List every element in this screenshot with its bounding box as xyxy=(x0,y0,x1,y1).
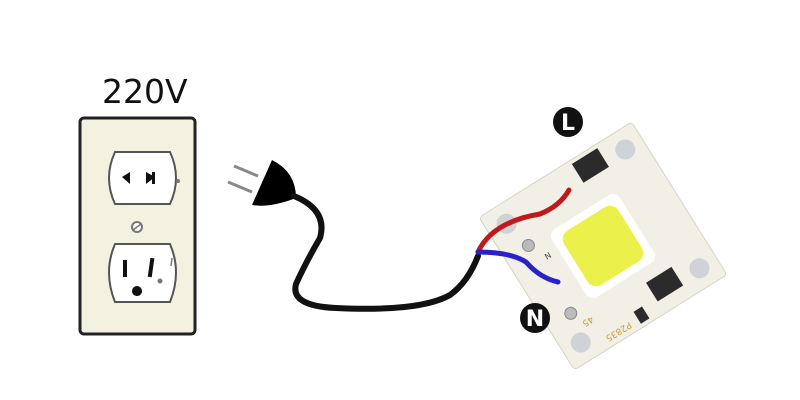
live-wire xyxy=(475,187,572,255)
live-badge: L xyxy=(553,107,583,137)
live-label: L xyxy=(561,111,575,136)
wall-outlet-icon xyxy=(78,116,197,336)
led-module-icon: P2835 45 N xyxy=(479,122,727,370)
neutral-label: N xyxy=(526,307,544,332)
plug-icon xyxy=(227,160,296,206)
neutral-wire xyxy=(475,249,561,285)
neutral-badge: N xyxy=(520,303,550,333)
pcb-pad-marker: N xyxy=(543,251,553,262)
power-cord xyxy=(291,193,481,312)
voltage-label: 220V xyxy=(102,72,188,111)
